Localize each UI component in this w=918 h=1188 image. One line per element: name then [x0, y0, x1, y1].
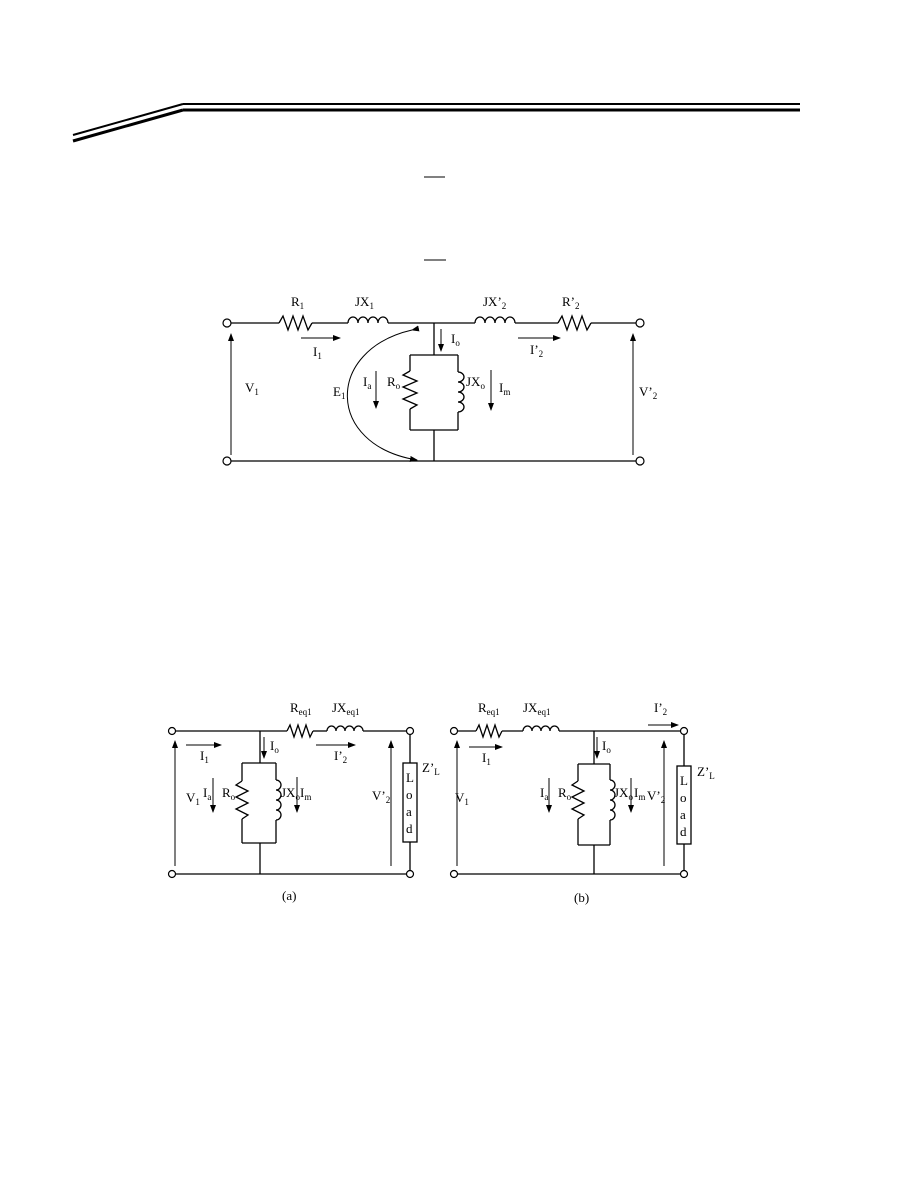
terminal: [222, 456, 232, 466]
load-letter: d: [680, 824, 687, 839]
load-letter: o: [406, 787, 413, 802]
load-letter: L: [406, 770, 414, 785]
resistor-ro: [401, 370, 419, 410]
label-ia: Ia: [363, 374, 371, 391]
label-i1: I1: [313, 344, 322, 361]
terminal: [679, 726, 689, 736]
terminal: [449, 726, 459, 736]
load-letter: a: [406, 804, 412, 819]
terminal: [405, 726, 415, 736]
label-im: Im: [300, 785, 311, 802]
label-v2p: V’2: [639, 384, 657, 401]
label-jxo: JXo: [466, 374, 485, 391]
resistor-ro: [234, 780, 250, 820]
terminal: [635, 456, 645, 466]
label-zl: Z’L: [697, 764, 715, 781]
terminal: [635, 318, 645, 328]
inductor-jxeq1: [522, 725, 560, 732]
resistor-r2p: [557, 314, 592, 332]
label-i2p: I’2: [334, 748, 347, 765]
resistor-req1: [475, 722, 503, 740]
approx-circuit-b: L o a d Req1 JXeq1 I1 Io I’2 V1 Ia Ro JX…: [449, 700, 715, 905]
load-letter: L: [680, 773, 688, 788]
label-req1: Req1: [290, 700, 312, 717]
resistor-ro: [570, 780, 586, 820]
label-io: Io: [451, 331, 460, 348]
label-ro: Ro: [387, 374, 401, 391]
label-v2p: V’2: [647, 788, 665, 805]
header-rule: [72, 103, 800, 143]
inductor-jxo: [457, 371, 465, 413]
label-im: Im: [499, 380, 510, 397]
caption-a: (a): [282, 888, 296, 903]
label-v1: V1: [455, 790, 469, 807]
label-zl: Z’L: [422, 760, 440, 777]
caption-b: (b): [574, 890, 589, 905]
inductor-jx1: [347, 316, 389, 324]
label-jxo: JXo: [281, 785, 300, 802]
label-i2p: I’2: [530, 342, 543, 359]
exact-equivalent-circuit: R1 JX1 JX’2 R’2 I1 Io I’2 V1 E1 Ia Ro JX…: [222, 294, 657, 466]
label-i1: I1: [482, 750, 491, 767]
load-letter: o: [680, 790, 687, 805]
label-jxo: JXo: [614, 785, 633, 802]
label-r1: R1: [291, 294, 304, 311]
inductor-jx2p: [474, 316, 516, 324]
label-im: Im: [634, 785, 645, 802]
label-jx2p: JX’2: [483, 294, 506, 311]
load-letter: d: [406, 821, 413, 836]
label-i2p: I’2: [654, 700, 667, 717]
resistor-req1: [286, 722, 314, 740]
terminal: [167, 869, 177, 879]
label-jx1: JX1: [355, 294, 374, 311]
label-io: Io: [602, 738, 611, 755]
label-req1: Req1: [478, 700, 500, 717]
label-r2p: R’2: [562, 294, 580, 311]
arc-e1: [346, 325, 420, 462]
inductor-jxo: [609, 779, 616, 821]
label-v2p: V’2: [372, 788, 390, 805]
label-ro: Ro: [558, 785, 572, 802]
terminal: [167, 726, 177, 736]
terminal: [679, 869, 689, 879]
label-i1: I1: [200, 748, 209, 765]
label-ro: Ro: [222, 785, 236, 802]
terminal: [405, 869, 415, 879]
label-e1: E1: [333, 384, 345, 401]
label-io: Io: [270, 738, 279, 755]
label-v1: V1: [186, 790, 200, 807]
terminal: [449, 869, 459, 879]
load-letter: a: [680, 807, 686, 822]
approx-circuit-a: L o a d Req1 JXeq1 I1 Io I’2 V1 Ia Ro JX…: [167, 700, 440, 903]
label-ia: Ia: [540, 785, 548, 802]
terminal: [222, 318, 232, 328]
label-jxeq1: JXeq1: [332, 700, 359, 717]
label-jxeq1: JXeq1: [523, 700, 550, 717]
resistor-r1: [278, 314, 313, 332]
label-v1: V1: [245, 380, 259, 397]
inductor-jxeq1: [326, 725, 364, 732]
inductor-jxo: [275, 779, 282, 821]
label-ia: Ia: [203, 785, 211, 802]
